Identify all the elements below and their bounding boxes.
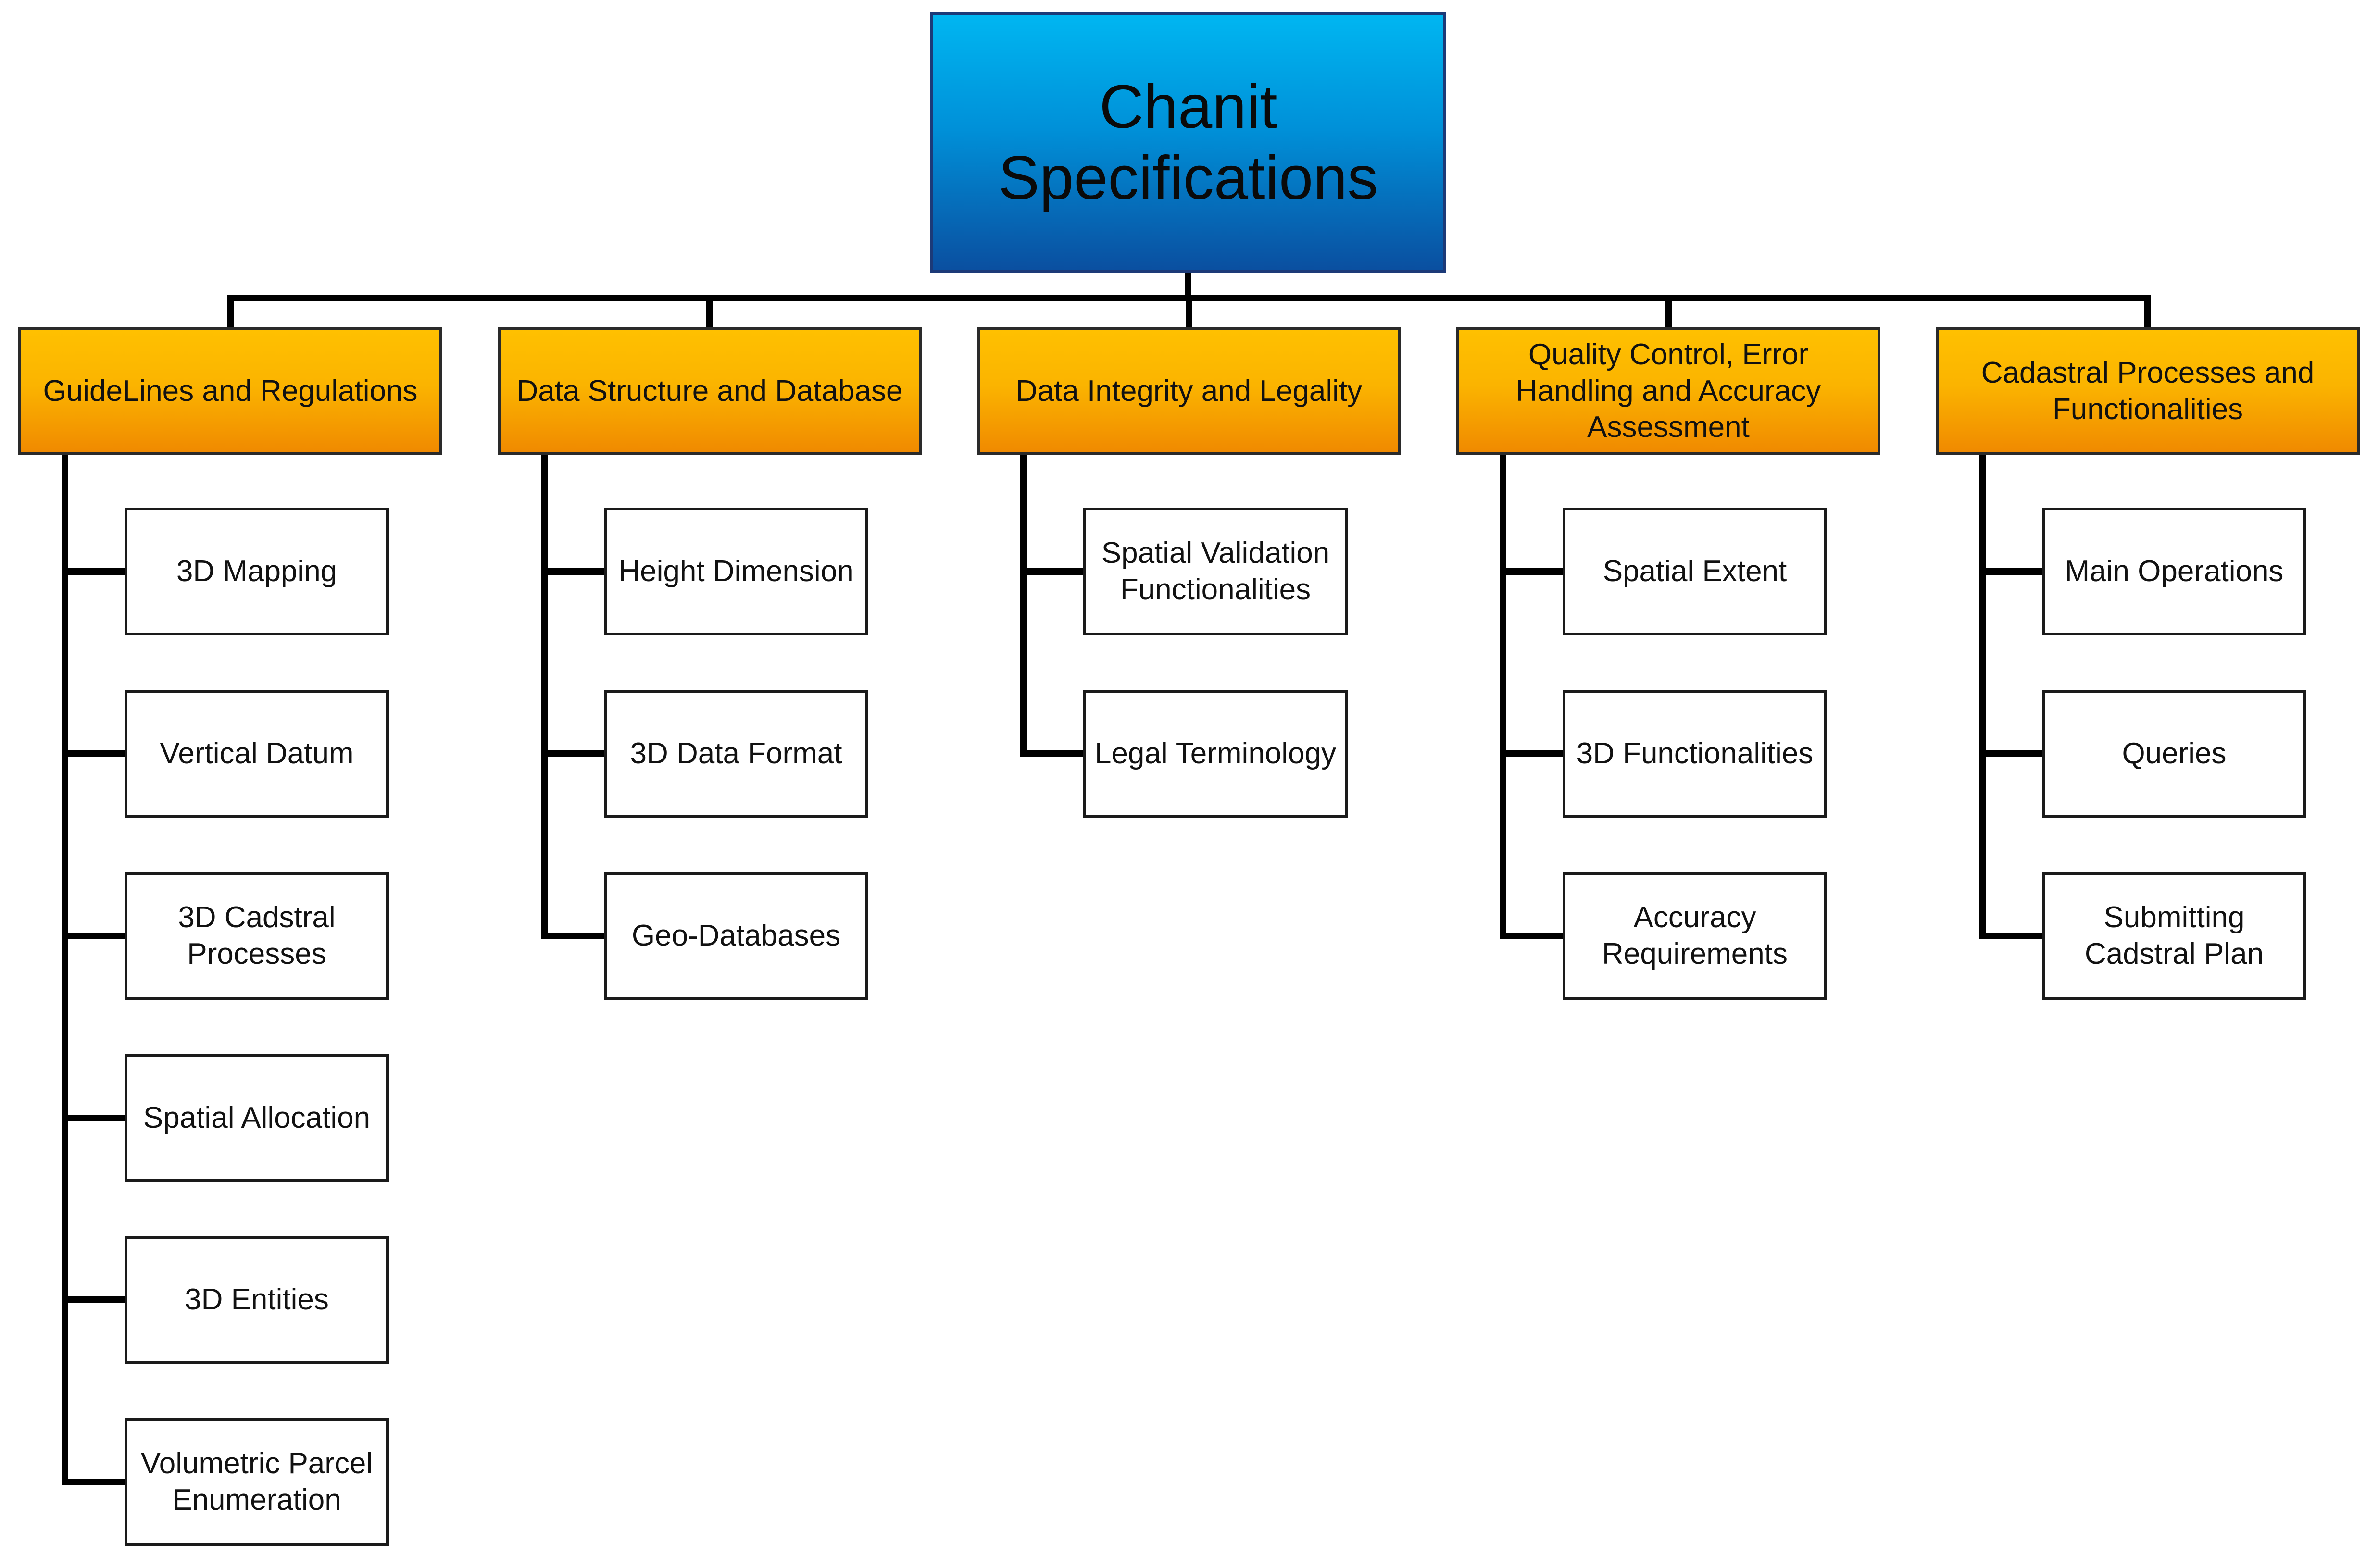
branch-connector	[1500, 568, 1563, 575]
item-node: 3D Cadstral Processes	[125, 872, 389, 1000]
spine-connector	[1020, 455, 1027, 757]
spine-connector	[541, 455, 548, 939]
branch-connector	[541, 933, 604, 939]
category-drop-connector	[706, 295, 713, 327]
item-node: Height Dimension	[604, 508, 868, 635]
item-node: Spatial Extent	[1563, 508, 1827, 635]
branch-connector	[62, 1115, 125, 1121]
category-node: Data Structure and Database	[498, 327, 922, 455]
branch-connector	[1500, 933, 1563, 939]
item-node: Volumetric Parcel Enumeration	[125, 1418, 389, 1546]
root-node: Chanit Specifications	[930, 12, 1446, 273]
spine-connector	[62, 455, 68, 1485]
item-node: Vertical Datum	[125, 690, 389, 818]
category-node: Quality Control, Error Handling and Accu…	[1456, 327, 1880, 455]
branch-connector	[1020, 750, 1083, 757]
item-node: 3D Data Format	[604, 690, 868, 818]
category-node: Cadastral Processes and Functionalities	[1936, 327, 2360, 455]
item-node: Spatial Allocation	[125, 1054, 389, 1182]
branch-connector	[62, 750, 125, 757]
item-node: Queries	[2042, 690, 2306, 818]
category-node: Data Integrity and Legality	[977, 327, 1401, 455]
branch-connector	[62, 933, 125, 939]
item-node: Geo-Databases	[604, 872, 868, 1000]
branch-connector	[1500, 750, 1563, 757]
branch-connector	[62, 568, 125, 575]
category-node: GuideLines and Regulations	[18, 327, 442, 455]
item-node: Main Operations	[2042, 508, 2306, 635]
category-drop-connector	[1665, 295, 1672, 327]
spine-connector	[1979, 455, 1986, 939]
branch-connector	[1979, 750, 2042, 757]
root-connector	[1185, 273, 1191, 301]
item-node: Submitting Cadstral Plan	[2042, 872, 2306, 1000]
category-drop-connector	[227, 295, 234, 327]
branch-connector	[541, 568, 604, 575]
category-drop-connector	[2144, 295, 2151, 327]
branch-connector	[62, 1296, 125, 1303]
item-node: 3D Entities	[125, 1236, 389, 1364]
item-node: 3D Mapping	[125, 508, 389, 635]
branch-connector	[1979, 933, 2042, 939]
branch-connector	[541, 750, 604, 757]
item-node: Legal Terminology	[1083, 690, 1348, 818]
branch-connector	[1020, 568, 1083, 575]
branch-connector	[1979, 568, 2042, 575]
item-node: Accuracy Requirements	[1563, 872, 1827, 1000]
item-node: 3D Functionalities	[1563, 690, 1827, 818]
item-node: Spatial Validation Functionalities	[1083, 508, 1348, 635]
branch-connector	[62, 1479, 125, 1485]
category-drop-connector	[1186, 295, 1192, 327]
spine-connector	[1500, 455, 1506, 939]
